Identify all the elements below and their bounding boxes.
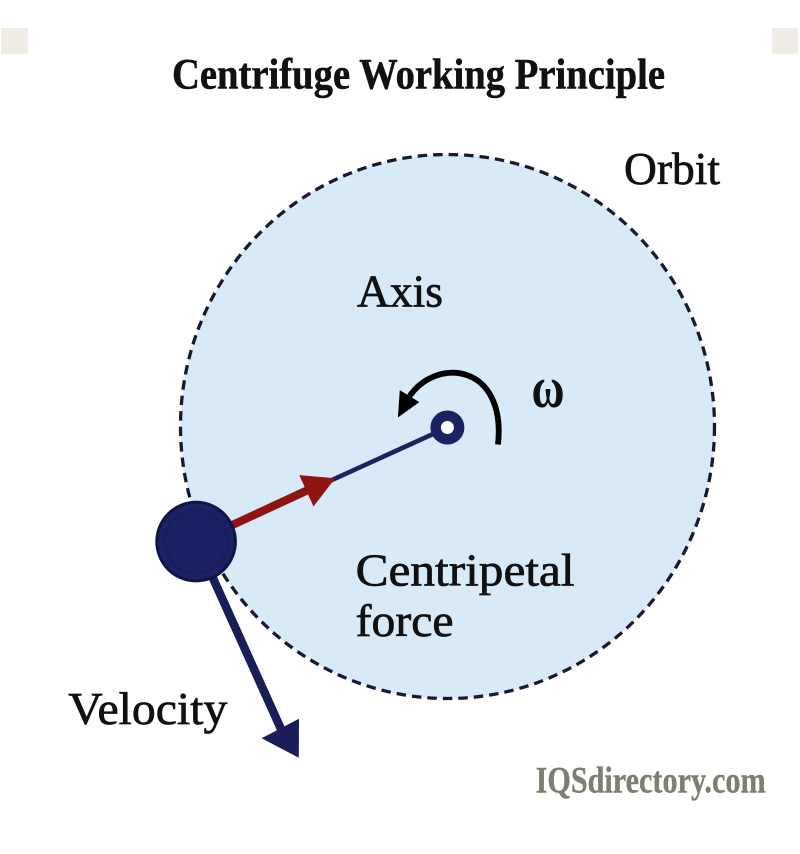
svg-text:Velocity: Velocity [68,683,227,734]
svg-text:Orbit: Orbit [624,143,720,194]
svg-text:Centrifuge Working Principle: Centrifuge Working Principle [172,52,665,99]
svg-text:Centripetal: Centripetal [356,545,575,596]
svg-text:ω: ω [532,355,565,420]
svg-text:IQSdirectory.com: IQSdirectory.com [536,760,766,801]
svg-text:force: force [356,595,454,646]
svg-text:Axis: Axis [357,265,443,316]
